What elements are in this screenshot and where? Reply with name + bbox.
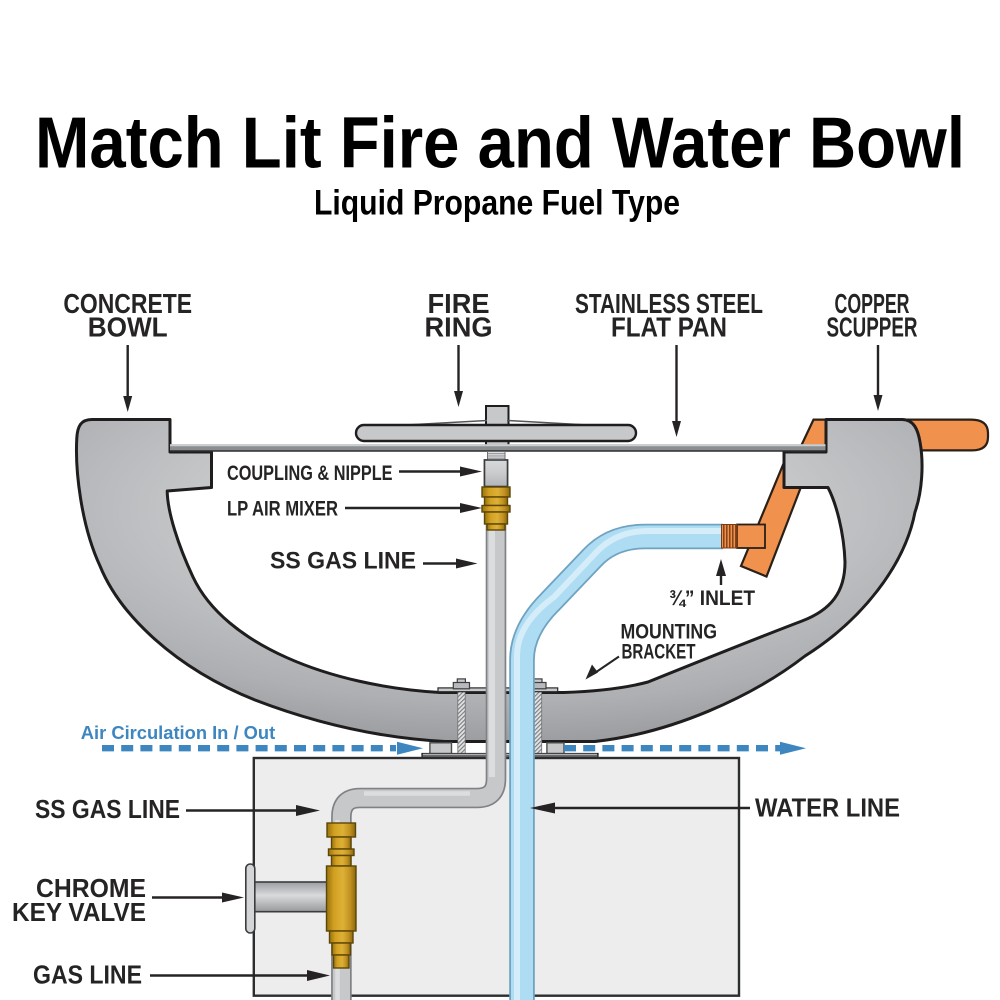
svg-text:SS GAS LINE: SS GAS LINE: [35, 794, 180, 824]
svg-text:Air Circulation In / Out: Air Circulation In / Out: [81, 723, 275, 743]
svg-text:GAS LINE: GAS LINE: [33, 960, 142, 990]
svg-text:Liquid Propane Fuel Type: Liquid Propane Fuel Type: [314, 184, 680, 223]
svg-text:KEY VALVE: KEY VALVE: [12, 897, 146, 927]
svg-text:STAINLESS STEEL: STAINLESS STEEL: [575, 288, 763, 319]
svg-text:SCUPPER: SCUPPER: [827, 311, 918, 342]
svg-text:MOUNTING: MOUNTING: [621, 620, 718, 644]
svg-text:WATER LINE: WATER LINE: [755, 793, 900, 823]
svg-text:Match Lit Fire and Water Bowl: Match Lit Fire and Water Bowl: [35, 104, 965, 184]
svg-text:CHROME: CHROME: [36, 873, 146, 903]
svg-text:CONCRETE: CONCRETE: [63, 288, 192, 319]
svg-text:COUPLING & NIPPLE: COUPLING & NIPPLE: [227, 461, 393, 485]
svg-text:LP AIR MIXER: LP AIR MIXER: [227, 497, 338, 521]
svg-text:FLAT PAN: FLAT PAN: [611, 311, 727, 342]
svg-text:¾” INLET: ¾” INLET: [669, 586, 755, 610]
svg-text:COPPER: COPPER: [835, 288, 910, 319]
svg-text:RING: RING: [425, 311, 493, 342]
svg-text:FIRE: FIRE: [428, 288, 490, 319]
svg-text:BOWL: BOWL: [88, 311, 168, 342]
svg-text:SS GAS LINE: SS GAS LINE: [270, 548, 416, 575]
svg-text:BRACKET: BRACKET: [622, 640, 696, 664]
